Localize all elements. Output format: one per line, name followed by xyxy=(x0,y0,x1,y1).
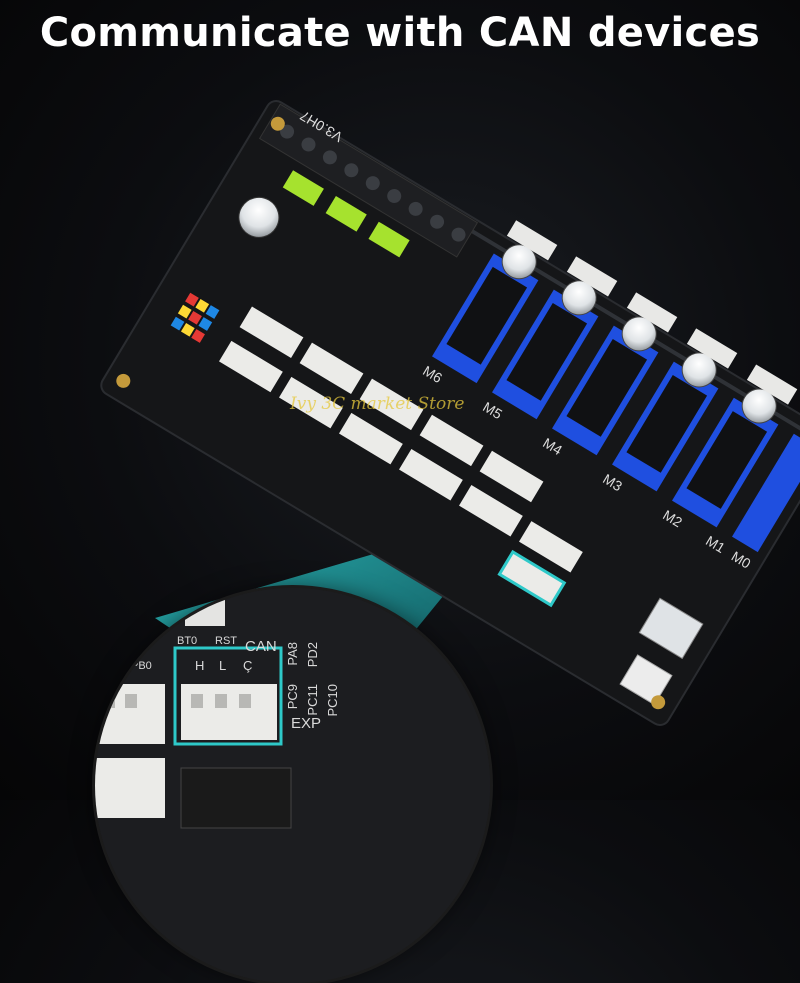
driver-slots xyxy=(432,220,800,553)
headline: Communicate with CAN devices xyxy=(39,10,761,56)
zoom-label-pc9: PC9 xyxy=(285,684,300,710)
pcb-board: M6 M5 M4 M3 M2 M1 M0 V3.0H7 xyxy=(100,100,800,726)
tb-connector xyxy=(95,684,165,744)
zoom-label-bt0: BT0 xyxy=(177,635,198,647)
zoom-label-l: L xyxy=(219,658,227,673)
zoom-label-pa8: PA8 xyxy=(285,642,300,666)
switch-sw2 xyxy=(185,596,225,626)
board-scene: M6 M5 M4 M3 M2 M1 M0 V3.0H7 xyxy=(100,100,800,735)
zoom-label-g: G xyxy=(107,660,116,672)
zoom-label-tb: TB xyxy=(125,635,145,652)
zoom-label-pc10: PC10 xyxy=(325,684,340,717)
usb-a-port xyxy=(619,654,673,706)
main-capacitor xyxy=(238,196,280,238)
zoom-label-can: CAN xyxy=(245,638,277,655)
fuse-2 xyxy=(325,195,367,232)
fuse-1 xyxy=(282,170,324,206)
zoom-label-exp: EXP xyxy=(291,715,322,732)
fan-connectors xyxy=(219,306,583,573)
zoom-label-pb0: PB0 xyxy=(131,660,152,672)
zoom-circle: TB G PB0 BT0 RST CAN H L Ç PA8 PD2 PC9 P… xyxy=(95,588,490,983)
usb-port xyxy=(638,597,704,660)
zoom-label-pc11: PC11 xyxy=(305,684,320,716)
can-connector[interactable] xyxy=(497,549,567,608)
zoom-label-rst: RST xyxy=(215,635,237,647)
zoom-label-pd2: PD2 xyxy=(305,642,320,668)
zoom-label-h: H xyxy=(195,658,205,673)
fuse-3 xyxy=(368,221,410,258)
zoom-label-c: Ç xyxy=(243,658,253,673)
can-connector-zoom[interactable] xyxy=(173,646,283,746)
jumper-array xyxy=(170,292,220,343)
watermark: Ivy 3C market Store xyxy=(290,394,465,414)
